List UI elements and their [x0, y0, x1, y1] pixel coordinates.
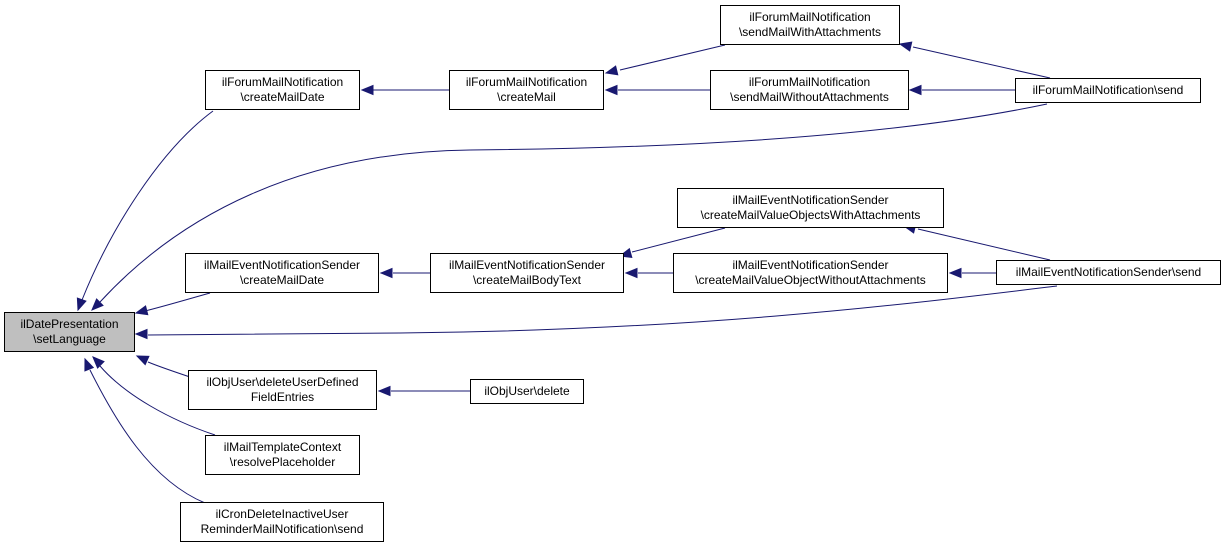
edge-mens_send-to-root: [147, 285, 1058, 336]
edge-arrowhead-icon: [134, 305, 149, 316]
node-line: FieldEntries: [250, 390, 315, 404]
node-line: ilMailEventNotificationSender: [448, 258, 606, 272]
edge-fmn_createMailDate-to-root: [81, 110, 214, 301]
edge-arrowhead-icon: [604, 65, 619, 76]
node-line: ilForumMailNotification: [221, 75, 344, 89]
edge-arrowhead-icon: [92, 356, 105, 369]
edge-arrowhead-icon: [377, 385, 391, 397]
node-line: \createMailDate: [239, 273, 325, 287]
edge-arrowhead-icon: [84, 357, 95, 372]
node-cron-send[interactable]: ilCronDeleteInactiveUser ReminderMailNot…: [180, 502, 384, 542]
node-mens-createMailValueObjectsWithAttachments[interactable]: ilMailEventNotificationSender \createMai…: [677, 188, 944, 228]
node-line: \createMailValueObjectsWithAttachments: [700, 208, 921, 222]
node-line: ilForumMailNotification\send: [1032, 83, 1184, 97]
edge-arrowhead-icon: [135, 355, 150, 366]
node-line: \createMail: [497, 90, 556, 104]
edge-ou_deleteUDF-to-root: [147, 361, 194, 379]
edge-arrowhead-icon: [604, 84, 618, 96]
edge-cron_send-to-root: [89, 369, 206, 504]
edge-mens_send-to-mens_withAttachments: [917, 228, 1051, 261]
node-line: ilDatePresentation: [20, 317, 119, 331]
edge-arrowhead-icon: [898, 41, 913, 52]
edge-arrowhead-icon: [908, 84, 922, 96]
edge-arrowhead-icon: [379, 267, 393, 279]
node-line: ReminderMailNotification\send: [200, 522, 364, 536]
edge-arrowhead-icon: [134, 328, 148, 340]
node-fmn-sendMailWithAttachments[interactable]: ilForumMailNotification \sendMailWithAtt…: [720, 5, 900, 45]
node-line: \sendMailWithAttachments: [738, 25, 882, 39]
node-mens-createMailBodyText[interactable]: ilMailEventNotificationSender \createMai…: [430, 253, 624, 293]
edge-fmn_sendWith-to-fmn_createMail: [619, 44, 726, 71]
edge-mens_withAttachments-to-mens_createMailBodyText: [631, 227, 726, 253]
node-line: ilCronDeleteInactiveUser: [215, 507, 349, 521]
node-ou-delete[interactable]: ilObjUser\delete: [470, 379, 584, 404]
edge-arrowhead-icon: [948, 267, 962, 279]
node-fmn-createMail[interactable]: ilForumMailNotification \createMail: [449, 70, 604, 110]
node-line: ilMailEventNotificationSender: [732, 193, 889, 207]
node-fmn-send[interactable]: ilForumMailNotification\send: [1015, 78, 1201, 103]
node-line: ilMailTemplateContext: [223, 440, 342, 454]
node-fmn-createMailDate[interactable]: ilForumMailNotification \createMailDate: [205, 70, 360, 110]
node-line: ilMailEventNotificationSender\send: [1015, 265, 1202, 279]
edge-arrowhead-icon: [360, 84, 374, 96]
node-line: \createMailValueObjectWithoutAttachments: [695, 273, 926, 287]
edge-arrowhead-icon: [91, 298, 104, 311]
node-fmn-sendMailWithoutAttachments[interactable]: ilForumMailNotification \sendMailWithout…: [710, 70, 909, 110]
edge-mens_createMailDate-to-root: [144, 292, 211, 312]
node-line: \createMailBodyText: [472, 273, 582, 287]
node-line: ilObjUser\deleteUserDefined: [206, 375, 359, 389]
edge-mtc_resolve-to-root: [99, 365, 216, 436]
node-line: ilForumMailNotification: [465, 75, 588, 89]
edge-fmn_send-to-fmn_sendWith: [912, 46, 1051, 79]
node-mens-createMailValueObjectWithoutAttachments[interactable]: ilMailEventNotificationSender \createMai…: [673, 253, 948, 293]
node-mens-createMailDate[interactable]: ilMailEventNotificationSender \createMai…: [185, 253, 379, 293]
node-line: \resolvePlaceholder: [229, 455, 336, 469]
node-mtc-resolvePlaceholder[interactable]: ilMailTemplateContext \resolvePlaceholde…: [205, 435, 360, 475]
edge-arrowhead-icon: [624, 267, 638, 279]
node-line: \sendMailWithoutAttachments: [730, 90, 889, 104]
node-line: ilObjUser\delete: [484, 384, 570, 398]
node-line: ilMailEventNotificationSender: [203, 258, 361, 272]
node-line: \setLanguage: [33, 332, 106, 346]
node-root: ilDatePresentation \setLanguage: [4, 312, 135, 352]
edge-fmn_send-to-root: [99, 103, 1048, 303]
node-line: \createMailDate: [240, 90, 325, 104]
node-line: ilMailEventNotificationSender: [732, 258, 889, 272]
edge-arrowhead-icon: [76, 297, 87, 312]
node-line: ilForumMailNotification: [749, 10, 871, 24]
node-mens-send[interactable]: ilMailEventNotificationSender\send: [996, 260, 1221, 285]
node-ou-deleteUserDefinedFieldEntries[interactable]: ilObjUser\deleteUserDefined FieldEntries: [188, 370, 377, 410]
node-line: ilForumMailNotification: [748, 75, 871, 89]
